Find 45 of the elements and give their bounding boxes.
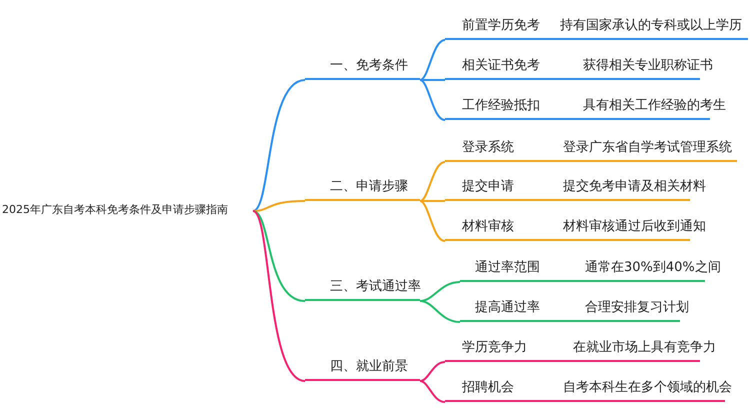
branch-connector — [420, 380, 446, 403]
topic-description: 自考本科生在多个领域的机会 — [563, 380, 732, 396]
branch-topic — [305, 359, 420, 381]
topic-label: 一、免考条件 — [330, 58, 408, 74]
topic-description: 登录广东省自学考试管理系统 — [563, 140, 732, 156]
branch-topic — [305, 58, 420, 80]
branch-connector — [420, 300, 460, 323]
topic-label: 通过率范围 — [475, 260, 540, 276]
topic-label: 登录系统 — [462, 140, 514, 156]
branch-connector — [420, 79, 446, 121]
branch-connector — [420, 39, 446, 81]
branch-connector — [420, 161, 446, 202]
branch-connector — [252, 210, 306, 302]
topic-description: 持有国家承认的专科或以上学历 — [560, 18, 742, 34]
branch-connector — [420, 79, 445, 81]
topic-description: 在就业市场上具有竞争力 — [573, 340, 716, 356]
topic-label: 四、就业前景 — [330, 359, 408, 375]
topic-description: 获得相关专业职称证书 — [583, 58, 713, 74]
topic-description: 材料审核通过后收到通知 — [563, 219, 706, 235]
topic-label: 材料审核 — [462, 219, 514, 235]
topic-label: 提高通过率 — [475, 300, 540, 316]
branch-connector — [420, 281, 460, 302]
topic-label: 工作经验抵扣 — [462, 98, 540, 114]
topic-label: 二、申请步骤 — [330, 179, 408, 195]
topic-label: 招聘机会 — [462, 380, 514, 396]
leaf-topic — [445, 140, 737, 162]
topic-label: 提交申请 — [462, 179, 514, 195]
branch-connector — [252, 200, 306, 212]
leaf-topic — [445, 18, 748, 40]
branch-topic — [305, 179, 420, 201]
branch-connector — [252, 210, 306, 382]
topic-label: 相关证书免考 — [462, 58, 540, 74]
topic-label: 前置学历免考 — [462, 18, 540, 34]
branch-connector — [420, 200, 445, 202]
topic-description: 具有相关工作经验的考生 — [583, 98, 726, 114]
branch-connector — [252, 79, 306, 212]
topic-description: 合理安排复习计划 — [585, 300, 689, 316]
branch-connector — [420, 200, 446, 242]
topic-description: 提交免考申请及相关材料 — [563, 179, 706, 195]
topic-label: 学历竞争力 — [462, 340, 527, 356]
topic-label: 2025年广东自考本科免考条件及申请步骤指南 — [2, 202, 228, 218]
branch-topic — [305, 279, 420, 301]
branch-connector — [420, 361, 446, 382]
topic-label: 三、考试通过率 — [330, 279, 421, 295]
topic-description: 通常在30%到40%之间 — [585, 260, 721, 276]
